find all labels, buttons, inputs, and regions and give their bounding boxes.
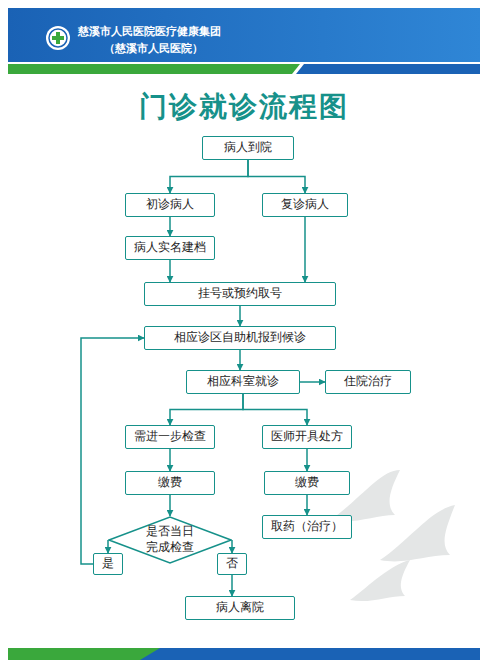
flow-arrow xyxy=(169,260,171,282)
flow-arrow xyxy=(304,217,306,282)
node-text: 初诊病人 xyxy=(146,197,194,213)
footer-band xyxy=(8,648,480,660)
node-text: 复诊病人 xyxy=(281,197,329,213)
node-text: 住院治疗 xyxy=(344,374,392,390)
node-text: 病人离院 xyxy=(216,600,264,616)
flow-arrow xyxy=(239,350,241,370)
chart-title: 门诊就诊流程图 xyxy=(0,88,488,126)
process-box: 缴费 xyxy=(125,471,215,495)
node-text: 缴费 xyxy=(158,475,182,491)
node-text: 病人到院 xyxy=(224,140,272,156)
node-text: 相应科室就诊 xyxy=(207,374,279,390)
header-text: （慈溪市人民医院） xyxy=(104,41,203,56)
flow-arrow xyxy=(169,217,171,236)
node-text: 相应诊区自助机报到候诊 xyxy=(174,330,306,346)
process-box: 相应科室就诊 xyxy=(186,370,300,394)
flow-arrow xyxy=(169,449,171,471)
diamond-shape xyxy=(109,517,231,563)
process-box: 初诊病人 xyxy=(125,193,215,217)
decision-diamond: 是否当日完成检查 xyxy=(108,516,232,564)
node-text: 是 xyxy=(102,556,114,572)
process-box: 挂号或预约取号 xyxy=(144,282,336,306)
flow-arrow xyxy=(169,495,171,516)
process-box: 否 xyxy=(217,553,247,575)
node-text: 取药（治疗） xyxy=(271,519,343,535)
process-box: 取药（治疗） xyxy=(262,515,352,539)
process-box: 住院治疗 xyxy=(325,370,411,394)
hospital-logo xyxy=(46,26,70,50)
header-stripe xyxy=(8,64,300,74)
process-box: 医师开具处方 xyxy=(262,425,352,449)
flow-arrow xyxy=(107,540,109,553)
footer-stripe xyxy=(140,648,480,660)
flow-arrow xyxy=(248,160,305,193)
flow-arrow xyxy=(231,540,233,553)
header-stripe xyxy=(296,64,480,74)
process-box: 需进一步检查 xyxy=(125,425,215,449)
process-box: 缴费 xyxy=(264,471,350,495)
node-text: 缴费 xyxy=(295,475,319,491)
flow-arrow xyxy=(243,394,307,425)
flow-arrow xyxy=(231,575,233,596)
node-text: 病人实名建档 xyxy=(134,240,206,256)
process-box: 复诊病人 xyxy=(262,193,348,217)
flow-arrow xyxy=(306,495,308,515)
node-text: 否 xyxy=(226,556,238,572)
process-box: 相应诊区自助机报到候诊 xyxy=(144,326,336,350)
node-text: 需进一步检查 xyxy=(134,429,206,445)
flow-arrow xyxy=(239,306,241,326)
flow-arrow xyxy=(170,160,248,193)
node-text: 是否当日完成检查 xyxy=(145,524,195,555)
node-text: 医师开具处方 xyxy=(271,429,343,445)
header-text: 慈溪市人民医院医疗健康集团 xyxy=(78,24,221,39)
process-box: 病人到院 xyxy=(202,136,294,160)
flow-arrow xyxy=(306,449,308,471)
process-box: 是 xyxy=(93,553,123,575)
process-box: 病人实名建档 xyxy=(125,236,215,260)
flow-arrow xyxy=(300,381,325,383)
flow-arrow xyxy=(170,394,243,425)
header-band xyxy=(8,8,480,62)
node-text: 挂号或预约取号 xyxy=(198,286,282,302)
process-box: 病人离院 xyxy=(185,596,295,620)
